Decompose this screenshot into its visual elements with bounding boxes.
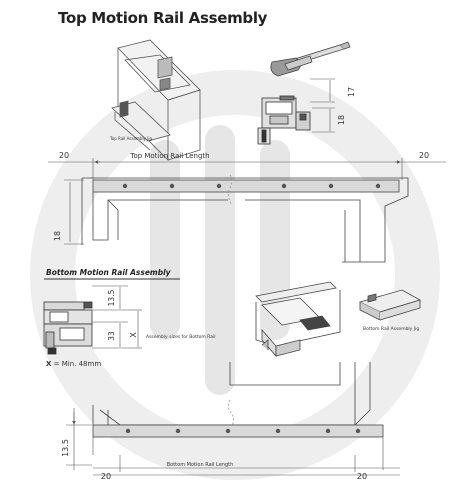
top-rail-frame [81, 174, 409, 263]
bottom-dim-x [128, 309, 142, 349]
bottom-dim-13-5 [92, 285, 128, 311]
bottom-dim-13-5-label: 13.5 [107, 289, 116, 306]
top-hardware-drawing [270, 41, 351, 77]
bottom-jig-caption: Bottom Rail Assembly Jig [363, 326, 419, 332]
top-length-label: Top Motion Rail Length [129, 152, 209, 160]
top-dim-right: 20 [419, 151, 429, 160]
bottom-rail-profile [43, 301, 93, 355]
dim-17-label: 17 [347, 87, 356, 97]
bottom-rail-perspective [255, 281, 341, 358]
bottom-side-dim-13-5-label: 13.5 [61, 439, 70, 457]
top-rail-jig-drawing [111, 39, 201, 161]
bottom-dim-33 [92, 321, 128, 349]
x-min-note-x: X [46, 360, 52, 368]
bottom-side-dim-13-5 [66, 408, 92, 470]
bottom-rail-holes [125, 428, 361, 434]
bottom-rail-bar [92, 424, 384, 438]
bottom-jig-drawing [358, 289, 422, 321]
page-title: Top Motion Rail Assembly [58, 9, 268, 27]
dim-17 [310, 78, 335, 103]
top-side-dim-18-label: 18 [53, 231, 62, 241]
dim-18-profile-label: 18 [337, 115, 346, 125]
x-min-note: X = Min. 48mm [46, 360, 101, 368]
watermark-logo [30, 70, 440, 480]
bottom-length-label: Bottom Motion Rail Length [167, 462, 234, 468]
bottom-dim-left: 20 [101, 472, 111, 481]
bottom-length-dim [93, 455, 400, 476]
top-rail-profile [257, 95, 311, 145]
top-rail-holes [122, 183, 381, 189]
top-jig-caption: Top Rail Assembly Jig [109, 136, 153, 141]
top-side-dim-18 [64, 179, 84, 245]
bottom-dim-x-label: X [129, 332, 138, 338]
bottom-dim-right: 20 [357, 472, 367, 481]
assembly-note: Assembly sizes for Bottom Rail [146, 334, 215, 340]
top-length-dim [48, 158, 446, 180]
x-min-note-value: = Min. 48mm [51, 360, 101, 368]
bottom-section-title: Bottom Motion Rail Assembly [46, 268, 172, 277]
top-dim-left: 20 [59, 151, 69, 160]
dim-18-profile [312, 107, 335, 133]
bottom-dim-33-label: 33 [107, 331, 116, 341]
